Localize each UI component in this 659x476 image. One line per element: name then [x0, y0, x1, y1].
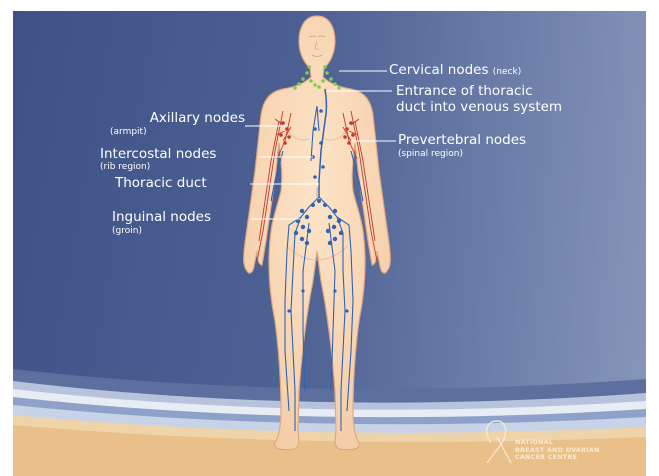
label-axillary-sub: (armpit) — [110, 128, 147, 137]
label-inguinal-sub: (groin) — [112, 227, 142, 236]
diagram-frame: Cervical nodes (neck) Entrance of thorac… — [13, 11, 646, 476]
label-inguinal-nodes: Inguinal nodes — [112, 211, 211, 225]
lymphatic-system-illustration — [13, 11, 646, 476]
label-thoracic-duct: Thoracic duct — [115, 177, 207, 191]
label-entrance-thoracic-duct: Entrance of thoracic duct into venous sy… — [396, 83, 562, 115]
logo-text: NATIONAL BREAST AND OVARIAN CANCER CENTR… — [515, 439, 600, 462]
label-prevertebral-nodes: Prevertebral nodes — [398, 134, 526, 148]
label-axillary-nodes: Axillary nodes — [150, 112, 245, 126]
label-prevertebral-sub: (spinal region) — [398, 150, 463, 159]
label-cervical-nodes: Cervical nodes (neck) — [389, 64, 521, 78]
label-intercostal-sub: (rib region) — [100, 163, 150, 172]
label-intercostal-nodes: Intercostal nodes — [100, 148, 216, 162]
